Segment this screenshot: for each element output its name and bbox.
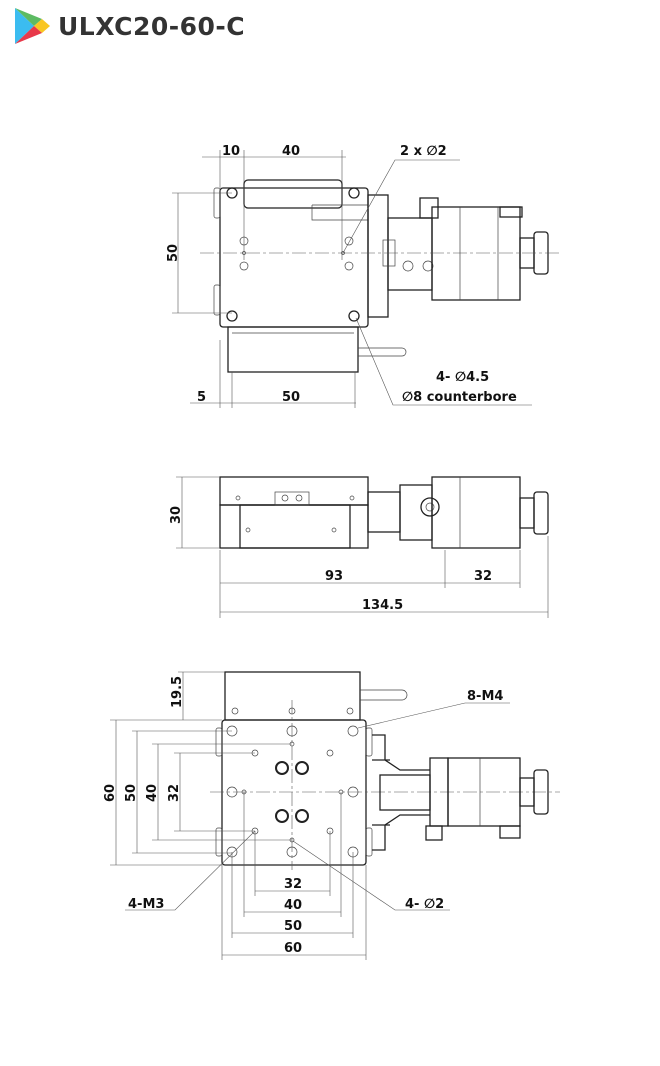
dim-40: 40: [282, 144, 300, 159]
dim-sensor-19-5: 19.5: [170, 676, 185, 708]
callout-4-pins: 4- ∅2: [405, 897, 444, 912]
top-view: 10 40 50 5 50 2 x ∅2 4- ∅4.5 ∅8 counterb…: [166, 144, 560, 408]
dim-v60: 60: [103, 784, 118, 802]
callout-counterbore: ∅8 counterbore: [402, 390, 517, 405]
dim-5: 5: [197, 390, 206, 405]
dim-50-vertical: 50: [166, 244, 181, 262]
play-triangle-logo-icon: [15, 8, 50, 44]
dim-h60: 60: [284, 941, 302, 956]
dim-h40: 40: [284, 898, 302, 913]
dim-v50: 50: [124, 784, 139, 802]
callout-pin-holes: 2 x ∅2: [400, 144, 447, 159]
product-title: ULXC20-60-C: [58, 11, 246, 41]
dim-50-horizontal: 50: [282, 390, 300, 405]
dim-height-30: 30: [169, 506, 184, 524]
callout-4-m3: 4-M3: [128, 897, 164, 912]
callout-8-m4: 8-M4: [467, 689, 503, 704]
callout-mount-holes: 4- ∅4.5: [436, 370, 489, 385]
dim-h50: 50: [284, 919, 302, 934]
dim-total-134-5: 134.5: [362, 598, 403, 613]
bottom-view: 19.5 60 50 40 32 32 40 50 60 8-M4 4-M3 4…: [103, 671, 560, 960]
side-view: 30 93 32 134.5: [169, 476, 549, 618]
dim-motor-32: 32: [474, 569, 492, 584]
dim-h32: 32: [284, 877, 302, 892]
dim-body-93: 93: [325, 569, 343, 584]
dim-v40: 40: [145, 784, 160, 802]
header: ULXC20-60-C: [12, 6, 245, 46]
dim-v32: 32: [167, 784, 182, 802]
dim-10: 10: [222, 144, 240, 159]
